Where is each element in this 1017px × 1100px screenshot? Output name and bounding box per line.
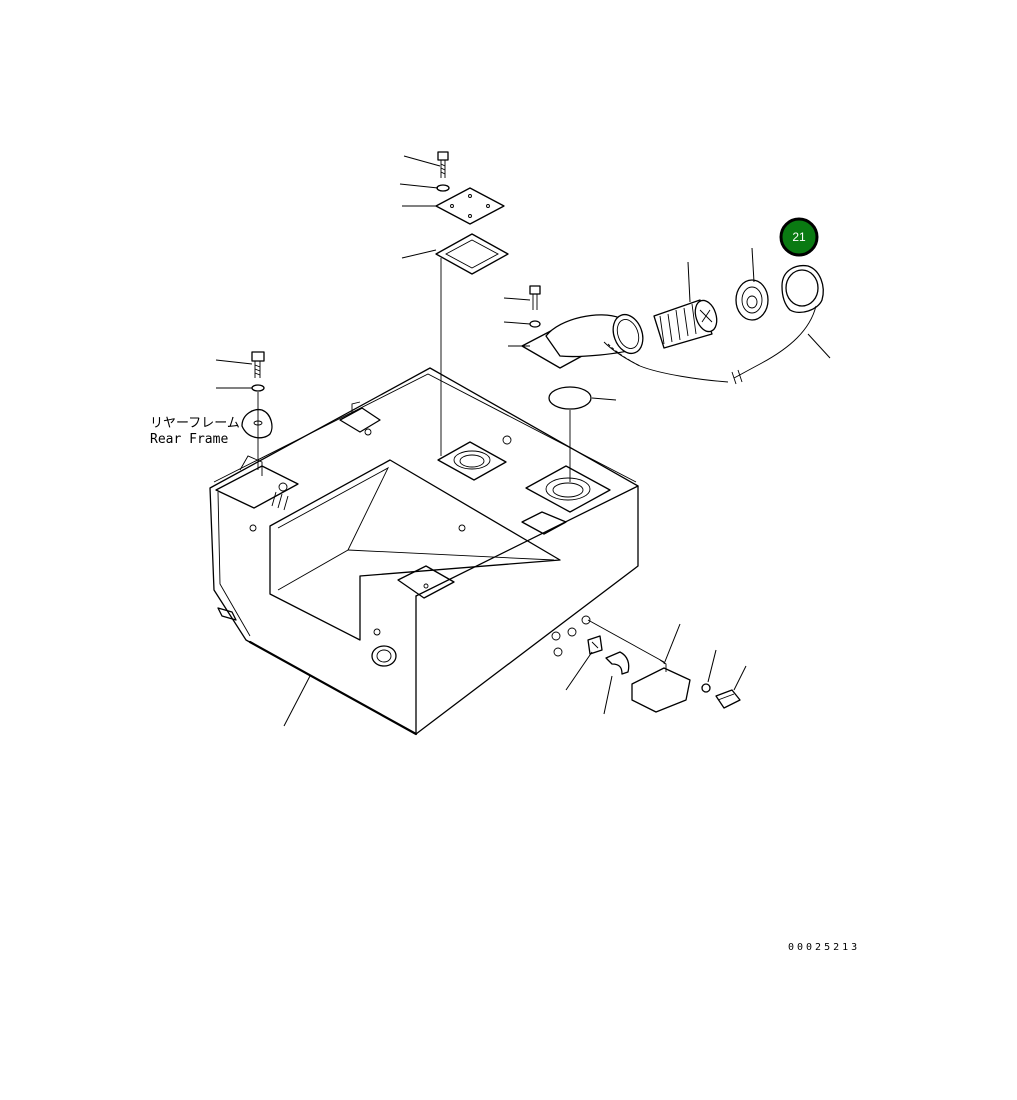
top-cover-plate <box>435 187 505 225</box>
tank-top-flange-left <box>437 441 507 481</box>
callout-21[interactable]: 21 <box>779 217 819 257</box>
leader-lines <box>215 155 831 727</box>
mount-cushion <box>241 408 273 439</box>
callout-21-number: 21 <box>792 230 806 244</box>
drain-elbow <box>605 651 630 675</box>
filler-neck-washer <box>529 320 541 328</box>
filler-neck-pipe <box>521 313 644 369</box>
fuel-tank <box>209 367 639 736</box>
filler-neck-bolt <box>529 285 541 310</box>
drain-valve <box>587 635 603 655</box>
strainer-retainer <box>735 279 769 321</box>
mount-washer <box>251 384 265 392</box>
filler-cap <box>781 264 824 314</box>
drawing-code: 00025213 <box>788 942 860 953</box>
mount-bolt <box>251 351 265 378</box>
top-cover-gasket <box>435 233 509 275</box>
o-ring <box>548 386 592 410</box>
rear-frame-label-en: Rear Frame <box>150 432 228 447</box>
tank-top-flange-right <box>525 465 611 513</box>
rear-frame-label-jp: リヤーフレーム <box>150 416 240 431</box>
bracket-bolt <box>715 689 741 709</box>
cap-chain <box>603 305 817 385</box>
drain-bracket <box>631 659 691 713</box>
callout-21-badge[interactable] <box>779 217 819 257</box>
top-cover-bolt <box>437 151 449 178</box>
filler-strainer <box>653 299 718 349</box>
top-cover-washer <box>436 184 450 192</box>
bracket-washer <box>701 683 711 693</box>
